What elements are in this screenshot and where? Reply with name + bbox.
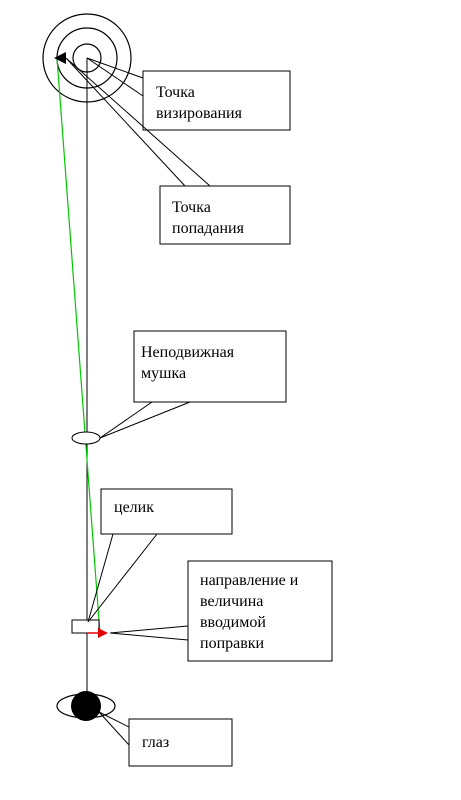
correction-arrow-head bbox=[98, 628, 108, 638]
sight-line bbox=[56, 57, 101, 635]
callout-correction bbox=[109, 560, 333, 662]
eye-pupil bbox=[71, 691, 101, 721]
callout-rear-sight-box bbox=[100, 488, 233, 535]
label-impact-point: Точка попадания bbox=[172, 199, 244, 237]
callout-eye-pointer bbox=[98, 711, 130, 746]
rear-sight-icon bbox=[71, 619, 100, 634]
label-front-sight: Неподвижная мушка bbox=[141, 344, 235, 382]
callout-aim-point-pointer bbox=[86, 57, 144, 97]
callout-aim-point-box bbox=[142, 70, 291, 131]
label-rear-sight: целик bbox=[114, 499, 154, 516]
label-correction: направление и величина вводимой поправки bbox=[200, 572, 299, 652]
eye-icon bbox=[56, 691, 116, 721]
callout-eye-box bbox=[128, 718, 233, 767]
callout-impact-point-box bbox=[159, 185, 291, 245]
callout-correction-box bbox=[187, 560, 333, 662]
callout-front-sight-box bbox=[133, 330, 287, 403]
callout-impact-point bbox=[65, 57, 291, 245]
callout-eye bbox=[98, 711, 233, 767]
label-aim-point: Точка визирования bbox=[156, 84, 242, 122]
callout-aim-point bbox=[86, 57, 291, 131]
callout-front-sight bbox=[99, 330, 287, 439]
correction-arrow-icon bbox=[88, 628, 108, 638]
impact-arrowhead bbox=[54, 52, 66, 64]
callout-correction-pointer bbox=[109, 625, 189, 641]
callout-impact-point-pointer bbox=[65, 57, 211, 187]
callout-rear-sight-pointer bbox=[87, 533, 158, 623]
front-sight-icon bbox=[71, 431, 101, 445]
callout-rear-sight bbox=[87, 488, 233, 623]
label-eye: глаз bbox=[142, 734, 170, 751]
callout-front-sight-pointer bbox=[99, 401, 191, 439]
